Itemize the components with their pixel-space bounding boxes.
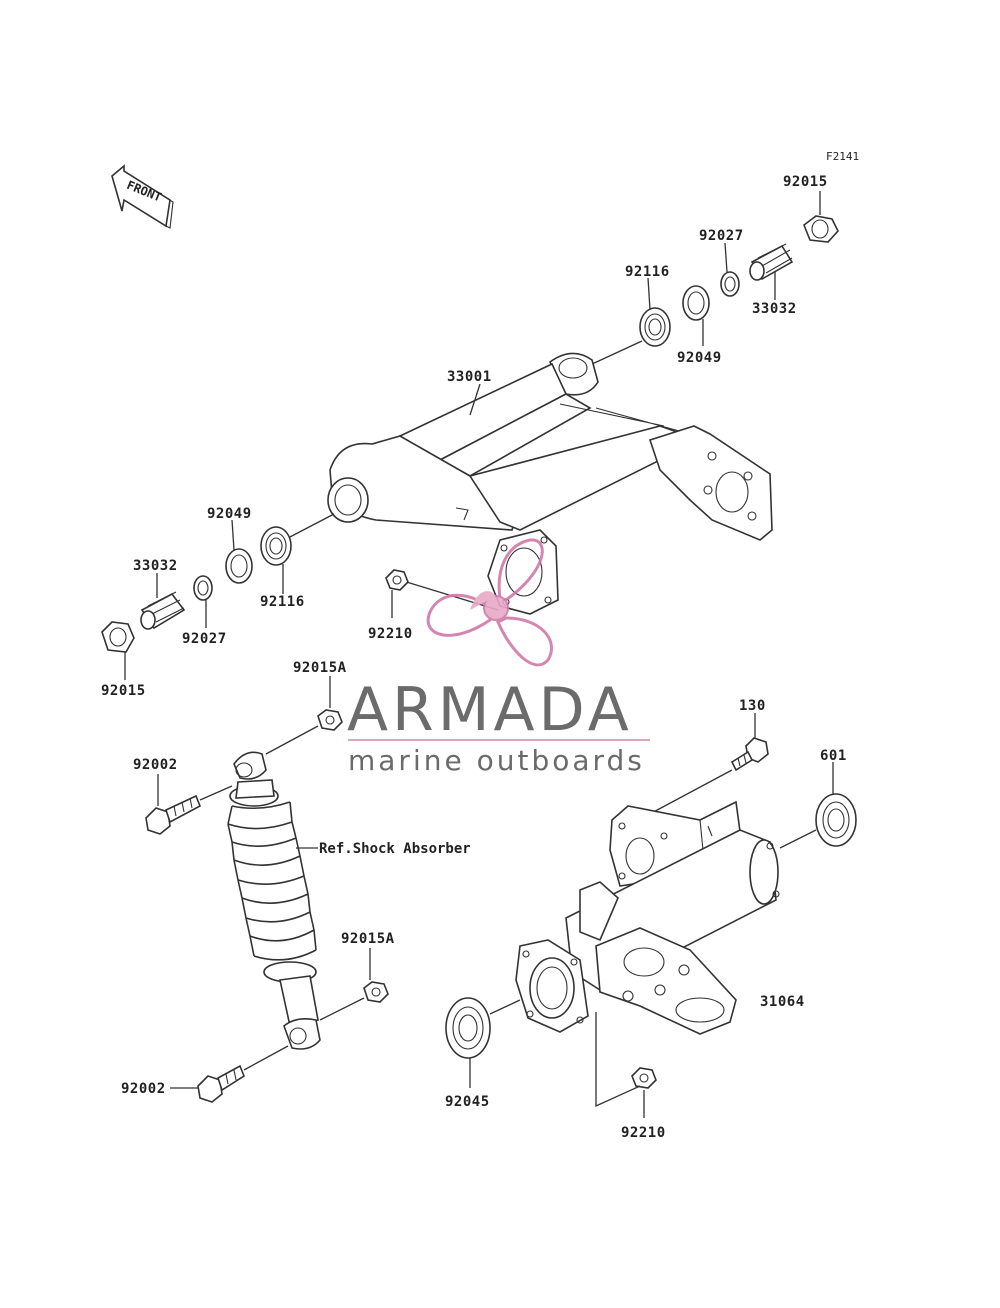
- brand-subtitle: marine outboards: [348, 744, 645, 777]
- washer-92027-left-icon: [193, 575, 213, 601]
- front-arrow-icon: FRONT: [111, 164, 174, 229]
- part-label-92116-left: 92116: [260, 594, 305, 610]
- figure-code: F2141: [826, 150, 859, 163]
- part-label-92027-top: 92027: [699, 228, 744, 244]
- bearing-92116-top-icon: [639, 307, 671, 347]
- bearing-92116-left-icon: [260, 526, 292, 566]
- part-label-92049-left: 92049: [207, 506, 252, 522]
- brand-title: ARMADA: [347, 675, 633, 745]
- part-label-92045: 92045: [445, 1094, 490, 1110]
- nut-92210-bottom-icon: [631, 1067, 657, 1089]
- armada-logo: ARMADA marine outboards: [347, 538, 650, 777]
- part-label-92002-top: 92002: [133, 757, 178, 773]
- part-label-92210-mid: 92210: [368, 626, 413, 642]
- bearing-92045-icon: [445, 997, 491, 1059]
- nut-92210-mid-icon: [385, 569, 409, 591]
- part-label-33032-top: 33032: [752, 301, 797, 317]
- part-label-92210-bottom: 92210: [621, 1125, 666, 1141]
- part-label-31064: 31064: [760, 994, 805, 1010]
- ref-shock-absorber-label: Ref.Shock Absorber: [319, 841, 471, 857]
- part-label-92015A-top: 92015A: [293, 660, 347, 676]
- nut-92015A-top-icon: [317, 709, 343, 731]
- bearing-601-icon: [815, 793, 857, 847]
- propeller-icon: [426, 538, 553, 667]
- part-label-92116-top: 92116: [625, 264, 670, 280]
- part-label-92015-top: 92015: [783, 174, 828, 190]
- bolt-92002-bottom-icon: [197, 1064, 245, 1103]
- part-label-92015-left: 92015: [101, 683, 146, 699]
- swingarm-33001-icon: [327, 352, 773, 615]
- bolt-130-icon: [730, 737, 769, 772]
- pivot-shaft-33032-left-icon: [140, 591, 186, 630]
- nut-92015-top-icon: [803, 215, 839, 243]
- seal-92049-left-icon: [225, 548, 253, 584]
- pivot-shaft-33032-top-icon: [749, 243, 794, 281]
- part-label-92002-bottom: 92002: [121, 1081, 166, 1097]
- part-label-33001: 33001: [447, 369, 492, 385]
- part-label-92027-left: 92027: [182, 631, 227, 647]
- part-label-601: 601: [820, 748, 847, 764]
- part-label-92015A-bottom: 92015A: [341, 931, 395, 947]
- bolt-92002-top-icon: [145, 794, 202, 835]
- seal-92049-top-icon: [682, 285, 710, 321]
- washer-92027-top-icon: [720, 271, 740, 297]
- shock-absorber-icon: [227, 751, 321, 1050]
- part-label-92049-top: 92049: [677, 350, 722, 366]
- part-label-33032-left: 33032: [133, 558, 178, 574]
- part-label-130: 130: [739, 698, 766, 714]
- axle-housing-31064-icon: [515, 800, 780, 1035]
- nut-92015-left-icon: [101, 621, 135, 653]
- nut-92015A-bottom-icon: [363, 981, 389, 1003]
